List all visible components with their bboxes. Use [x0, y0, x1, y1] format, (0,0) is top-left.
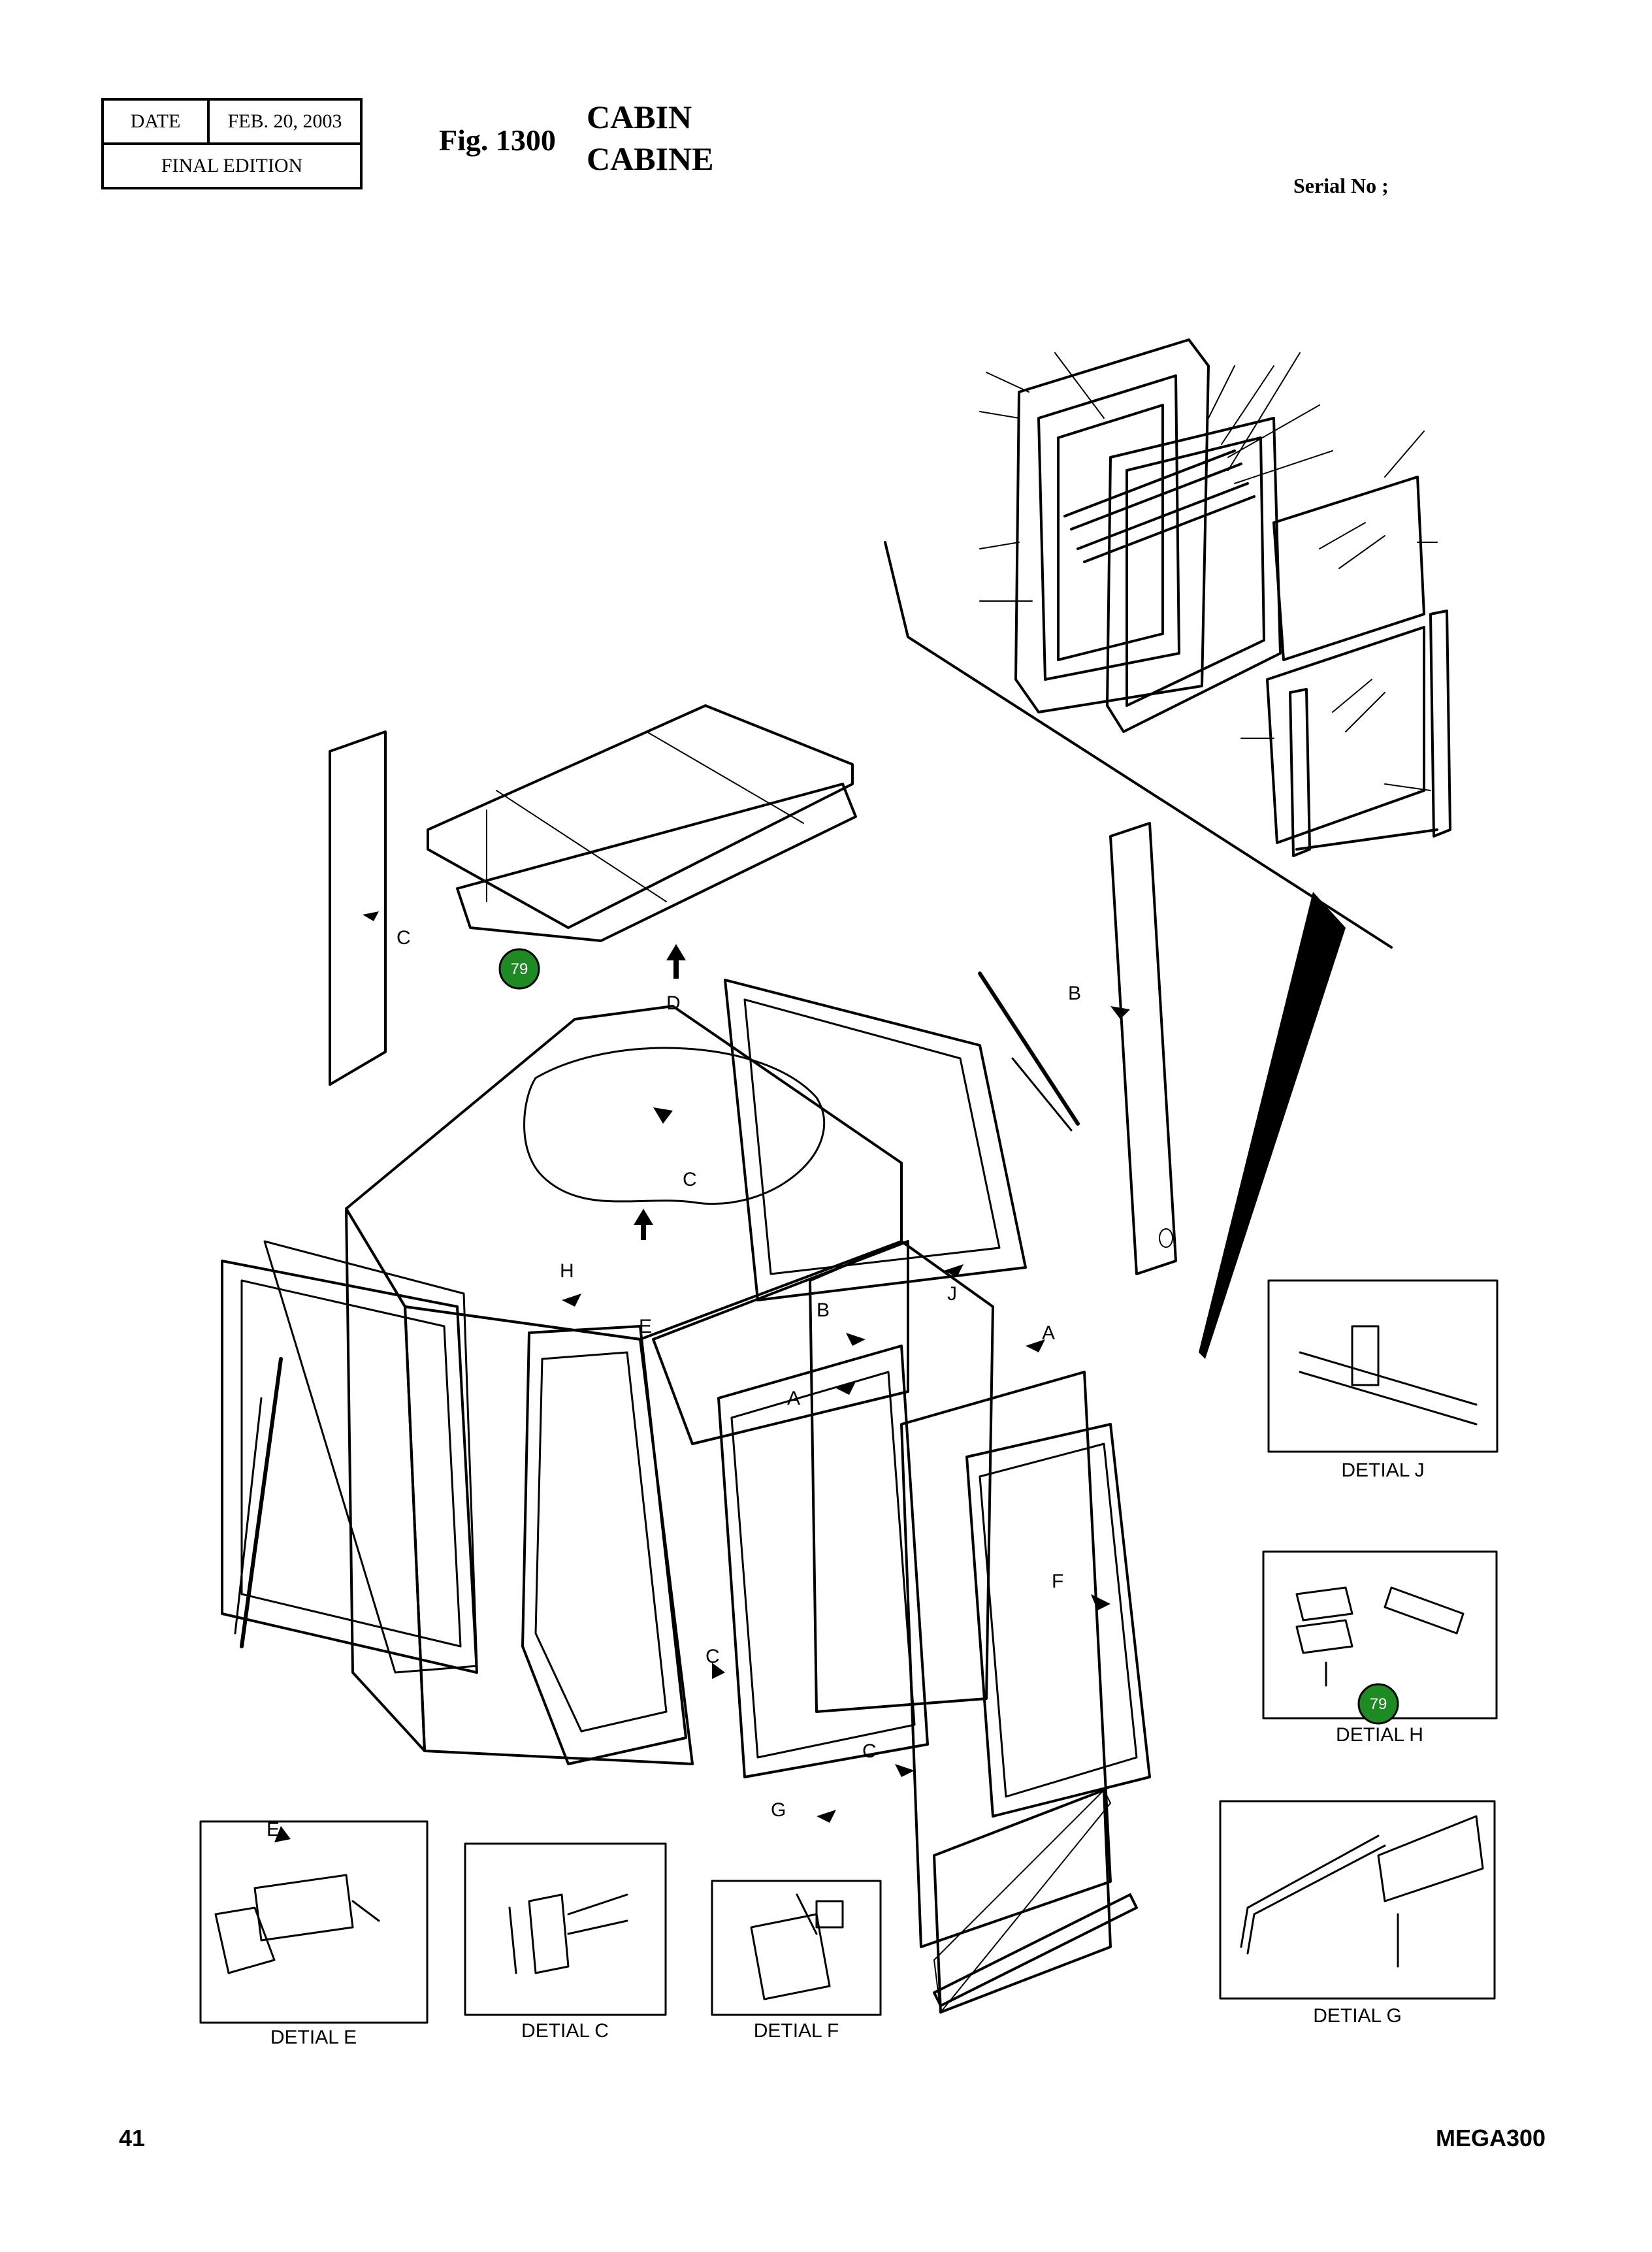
pillar-hole [1159, 1228, 1173, 1248]
callout-a-1: A [1042, 1322, 1055, 1344]
window-assembly-drawing [884, 338, 1451, 949]
detail-f-box [711, 1880, 882, 2016]
detail-f-caption: DETIAL F [754, 2020, 839, 2042]
detail-e-caption: DETIAL E [270, 2027, 357, 2048]
detail-j-drawing [1299, 1325, 1478, 1426]
detail-c-box [464, 1842, 667, 2016]
detail-j-caption: DETIAL J [1341, 1460, 1424, 1481]
callout-c-3: C [705, 1646, 720, 1667]
header-info-box: DATE FEB. 20, 2003 FINAL EDITION [101, 98, 363, 189]
roof-panel-drawing [427, 704, 857, 942]
detail-e-drawing [214, 1874, 380, 1974]
callout-b-2: B [817, 1299, 830, 1321]
detail-h-caption: DETIAL H [1336, 1724, 1423, 1746]
item-badge-detail-h [1357, 1683, 1399, 1725]
detail-h-item-number: 79 [1370, 1695, 1387, 1713]
page-number: 41 [119, 2125, 146, 2151]
cabin-body-drawing [221, 971, 1151, 2014]
roof-item-number: 79 [511, 960, 528, 978]
item-badge-roof [498, 948, 540, 990]
figure-number: Fig. 1300 [439, 123, 556, 157]
callout-c-4: C [862, 1740, 877, 1762]
figure-title-en: CABIN [587, 99, 692, 135]
detail-g-caption: DETIAL G [1313, 2005, 1402, 2027]
callout-g: G [771, 1799, 786, 1821]
detail-g-box [1219, 1800, 1496, 2000]
callout-c-2: C [683, 1169, 697, 1190]
callout-c-1: C [397, 927, 411, 949]
detail-f-drawing [750, 1893, 844, 2000]
left-pillar-panel [329, 730, 387, 1086]
detail-j-leader [1199, 892, 1346, 1359]
callout-d: D [666, 992, 681, 1014]
header-date-row: DATE FEB. 20, 2003 [104, 101, 360, 145]
figure-title-fr: CABINE [587, 140, 714, 177]
model-name: MEGA300 [1436, 2125, 1546, 2151]
date-label: DATE [104, 101, 210, 142]
right-pillar-panel [1109, 822, 1177, 1275]
detail-g-drawing [1240, 1815, 1484, 1968]
callout-j: J [947, 1283, 957, 1305]
detail-c-drawing [508, 1893, 628, 1974]
callout-f: F [1052, 1571, 1063, 1592]
detail-e-box [199, 1820, 429, 2024]
callout-h: H [560, 1260, 574, 1282]
date-value: FEB. 20, 2003 [227, 110, 342, 132]
callout-e-2: E [267, 1819, 280, 1840]
direction-arrows [274, 911, 1130, 1842]
edition-label: FINAL EDITION [161, 155, 303, 176]
detail-c-caption: DETIAL C [521, 2020, 609, 2042]
serial-number-label: Serial No ; [1293, 174, 1389, 197]
callout-e-1: E [639, 1316, 652, 1337]
callout-a-2: A [787, 1388, 800, 1409]
detail-j-box [1267, 1279, 1498, 1453]
callout-b-1: B [1068, 983, 1081, 1004]
detail-h-drawing [1295, 1586, 1465, 1687]
